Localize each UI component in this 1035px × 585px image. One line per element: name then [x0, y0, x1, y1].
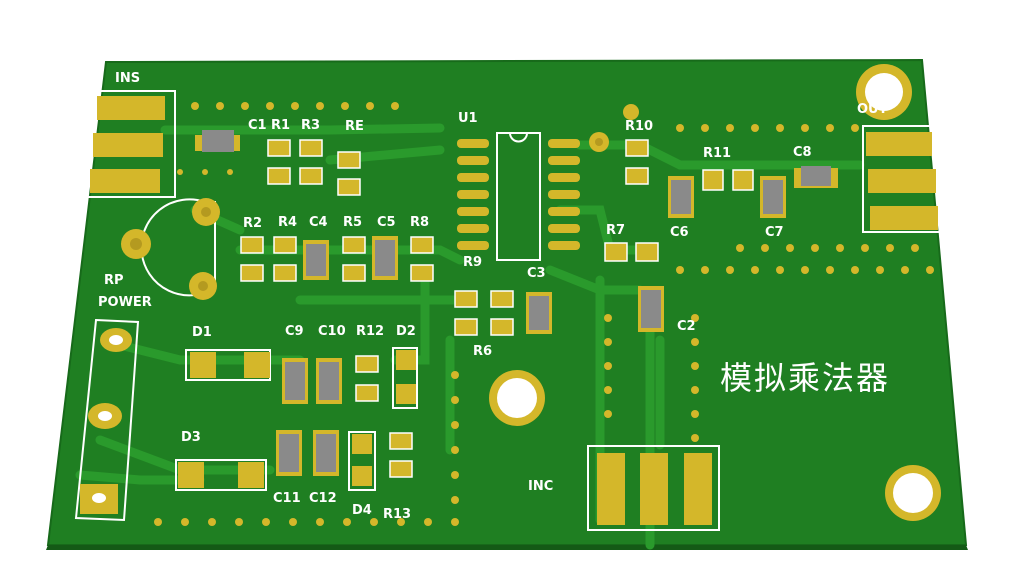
label-r12: R12: [356, 324, 384, 339]
out-connector: [862, 125, 949, 233]
label-c11: C11: [273, 491, 301, 506]
mounting-hole-bottom-right: [885, 465, 941, 521]
label-re: RE: [345, 119, 364, 134]
label-c1: C1: [248, 118, 267, 133]
label-r5: R5: [343, 215, 362, 230]
power-connector: [74, 318, 140, 522]
label-r11: R11: [703, 146, 731, 161]
label-d2: D2: [396, 324, 416, 339]
smd-capacitors: [195, 130, 838, 476]
label-c12: C12: [309, 491, 337, 506]
label-r13: R13: [383, 507, 411, 522]
label-r9: R9: [463, 255, 482, 270]
label-c4: C4: [309, 215, 328, 230]
ins-connector: [82, 90, 176, 198]
label-r2: R2: [243, 216, 262, 231]
label-inc: INC: [528, 479, 553, 494]
label-r8: R8: [410, 215, 429, 230]
label-d1: D1: [192, 325, 212, 340]
label-d4: D4: [352, 503, 372, 518]
u1-ic-footprint: [457, 104, 639, 261]
label-u1: U1: [458, 111, 478, 126]
label-d3: D3: [181, 430, 201, 445]
label-c3: C3: [527, 266, 546, 281]
label-power: POWER: [98, 295, 152, 310]
smd-resistors: [240, 139, 754, 478]
label-r1: R1: [271, 118, 290, 133]
inc-connector: [587, 445, 720, 531]
diodes: [175, 347, 418, 491]
label-c10: C10: [318, 324, 346, 339]
label-r4: R4: [278, 215, 297, 230]
label-r6: R6: [473, 344, 492, 359]
rp-potentiometer: [121, 198, 220, 300]
label-c7: C7: [765, 225, 784, 240]
pcb-board-edge: [46, 545, 968, 550]
label-c8: C8: [793, 145, 812, 160]
via-dots: [154, 102, 934, 526]
label-c2: C2: [677, 319, 696, 334]
label-c5: C5: [377, 215, 396, 230]
label-c9: C9: [285, 324, 304, 339]
label-ins: INS: [115, 71, 140, 86]
label-r3: R3: [301, 118, 320, 133]
label-r7: R7: [606, 223, 625, 238]
label-r10: R10: [625, 119, 653, 134]
label-out: OUT: [857, 102, 888, 117]
label-rp: RP: [104, 273, 124, 288]
label-c6: C6: [670, 225, 689, 240]
mounting-hole-center: [489, 370, 545, 426]
board-title: 模拟乘法器: [720, 359, 890, 397]
mounting-hole-top-right: [856, 64, 912, 120]
